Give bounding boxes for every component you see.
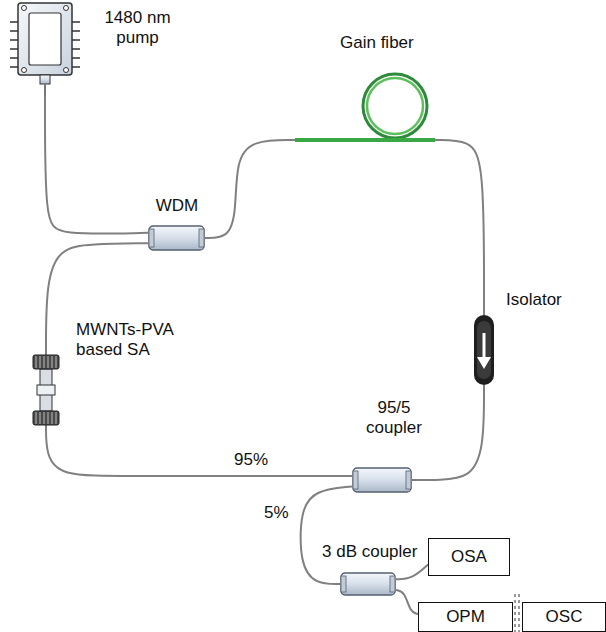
component-label: Gain fiber	[340, 33, 450, 53]
box-label: OPM	[446, 607, 485, 627]
fiber-link	[435, 140, 484, 315]
component-label: 1480 nm pump	[95, 8, 180, 49]
pump-laser: 1480 nm pump	[10, 0, 80, 95]
divider-line	[519, 594, 520, 632]
fiber-link	[412, 385, 484, 480]
component-label: Isolator	[506, 290, 586, 310]
split-ratio: 5%	[262, 503, 291, 523]
instrument-box: OSA	[428, 538, 510, 576]
saturable-absorber-art	[30, 355, 62, 425]
component-label: MWNTs-PVA based SA	[76, 320, 196, 361]
box-label: OSA	[451, 547, 487, 567]
divider-line	[515, 594, 516, 632]
instrument-box: OPM	[418, 602, 513, 632]
component-label: 3 dB coupler	[322, 542, 432, 562]
output-coupler-art	[352, 467, 412, 493]
isolator-art	[472, 315, 496, 385]
wdm-coupler-art	[148, 225, 205, 251]
wdm-coupler: WDM	[148, 225, 205, 251]
splitter-coupler-art	[340, 572, 396, 596]
fiber-link	[396, 565, 428, 580]
box-label: OSC	[546, 607, 583, 627]
component-label: WDM	[146, 196, 208, 216]
instrument-box: OSC	[522, 602, 606, 632]
splitter-coupler: 3 dB coupler	[340, 572, 396, 596]
saturable-absorber: MWNTs-PVA based SA	[30, 355, 62, 425]
fiber-link	[46, 425, 352, 476]
split-ratio: 95%	[232, 450, 270, 470]
fiber-link	[396, 590, 418, 614]
pump-laser-art	[10, 0, 80, 95]
isolator: Isolator	[472, 315, 496, 385]
gain-fiber: Gain fiber	[295, 62, 435, 142]
fiber-link	[45, 95, 148, 234]
component-label: 95/5 coupler	[358, 398, 430, 439]
gain-fiber-art	[295, 62, 435, 142]
fiber-link	[301, 487, 352, 585]
fiber-link	[205, 140, 295, 238]
output-coupler: 95/5 coupler	[352, 467, 412, 493]
